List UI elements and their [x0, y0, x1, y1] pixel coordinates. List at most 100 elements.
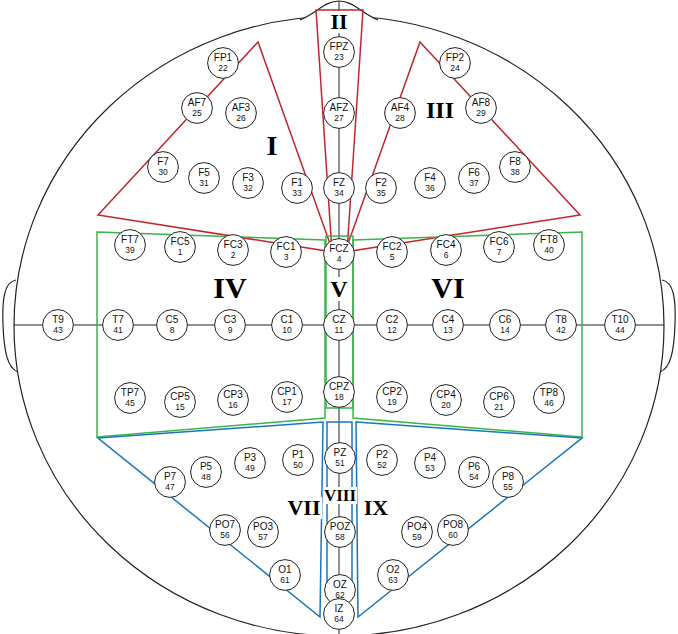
electrode-site: C212: [376, 309, 408, 341]
electrode-circle: [191, 457, 222, 488]
electrode-label: OZ: [333, 580, 347, 591]
electrode-site: PZ51: [324, 442, 356, 474]
electrode-label: AF4: [391, 103, 409, 114]
electrode-label: TP8: [540, 388, 558, 399]
region-numeral: III: [425, 98, 455, 122]
electrode-circle: [324, 310, 355, 341]
electrode-circle: [103, 310, 134, 341]
electrode-label: 3: [284, 253, 289, 262]
electrode-label: 53: [425, 464, 434, 473]
electrode-label: C4: [442, 315, 455, 326]
electrode-label: AF8: [472, 98, 490, 109]
electrode-label: 32: [243, 184, 252, 193]
electrode-label: PO4: [407, 522, 427, 533]
electrode-circle: [283, 445, 314, 476]
right-ear: [660, 280, 675, 372]
electrode-label: 7: [497, 248, 502, 257]
electrode-label: 51: [335, 459, 344, 468]
electrode-circle: [484, 387, 515, 418]
region-numeral: IV: [212, 273, 247, 303]
electrode-label: 37: [469, 179, 478, 188]
brain-region: FP122AF725AF326F730F531F332F133I: [98, 42, 333, 252]
electrode-site: PO357: [247, 516, 279, 548]
electrode-label: 31: [199, 179, 208, 188]
electrode-circle: [385, 98, 416, 129]
electrode-site: AF829: [465, 92, 497, 124]
electrode-site: F730: [147, 151, 179, 183]
electrode-circle: [218, 235, 249, 266]
electrode-label: AF3: [232, 103, 250, 114]
electrode-site: P747: [154, 466, 186, 498]
region-border: [345, 42, 580, 252]
electrode-label: 33: [292, 189, 301, 198]
electrode-label: P5: [200, 462, 212, 473]
electrode-label: 17: [282, 398, 291, 407]
electrode-circle: [324, 599, 355, 630]
electrode-label: 18: [334, 393, 343, 402]
electrode-label: PO8: [443, 520, 463, 531]
electrode-label: F3: [242, 173, 254, 184]
electrode-label: P8: [502, 472, 514, 483]
electrode-site: F436: [414, 167, 446, 199]
electrode-circle: [272, 382, 303, 413]
brain-region: P252P453P654P855PO459PO860O263IX: [356, 422, 582, 617]
scalp-outline: [14, 16, 664, 634]
electrode-label: P6: [468, 462, 480, 473]
electrode-label: IZ: [335, 604, 344, 615]
electrode-label: FC3: [224, 240, 243, 251]
electrode-site: FPZ23: [323, 36, 355, 68]
electrode-label: 39: [125, 246, 134, 255]
region-border: [97, 232, 325, 437]
electrode-label: FC5: [171, 237, 190, 248]
electrode-label: FC1: [277, 242, 296, 253]
electrode-site: PO459: [401, 516, 433, 548]
electrode-label: 57: [258, 533, 267, 542]
region-numeral: I: [266, 132, 279, 160]
electrode-label: F2: [375, 178, 387, 189]
electrode-circle: [546, 310, 577, 341]
electrode-site: F332: [232, 167, 264, 199]
electrode-circle: [377, 237, 408, 268]
electrode-circle: [157, 310, 188, 341]
electrode-label: PO3: [253, 522, 273, 533]
electrode-circle: [534, 230, 565, 261]
electrode-label: 28: [395, 114, 404, 123]
electrode-site: O263: [377, 559, 409, 591]
electrode-label: 25: [192, 109, 201, 118]
electrode-label: 64: [334, 615, 343, 624]
electrode-site: P654: [458, 456, 490, 488]
left-ear: [3, 280, 18, 372]
electrode-circle: [325, 443, 356, 474]
electrode-label: 48: [201, 473, 210, 482]
electrode-label: 45: [125, 399, 134, 408]
electrode-circle: [484, 232, 515, 263]
electrode-label: 12: [387, 326, 396, 335]
region-numeral: VI: [430, 273, 465, 303]
electrode-site: CP515: [164, 386, 196, 418]
electrode-label: 30: [158, 168, 167, 177]
electrode-label: FC4: [437, 240, 456, 251]
electrode-label: P7: [164, 472, 176, 483]
electrode-site: AF725: [181, 92, 213, 124]
electrode-circle: [165, 232, 196, 263]
electrode-label: 54: [469, 473, 478, 482]
electrode-circle: [208, 48, 239, 79]
electrode-label: 63: [388, 576, 397, 585]
electrode-label: FC2: [383, 242, 402, 253]
electrode-site: CP316: [217, 384, 249, 416]
electrode-label: AF7: [188, 98, 206, 109]
electrode-site: C614: [489, 309, 521, 341]
electrode-label: 22: [218, 64, 227, 73]
electrode-circle: [272, 310, 303, 341]
electrode-label: 24: [450, 64, 459, 73]
electrode-label: 8: [170, 326, 175, 335]
electrode-circle: [215, 310, 246, 341]
electrode-circle: [43, 310, 74, 341]
electrode-label: FP2: [446, 53, 464, 64]
electrode-label: P3: [244, 453, 256, 464]
electrode-label: 35: [376, 189, 385, 198]
region-numeral: V: [329, 277, 348, 301]
electrode-label: FCZ: [329, 244, 348, 255]
electrode-circle: [493, 467, 524, 498]
electrode-site: FC67: [483, 231, 515, 263]
